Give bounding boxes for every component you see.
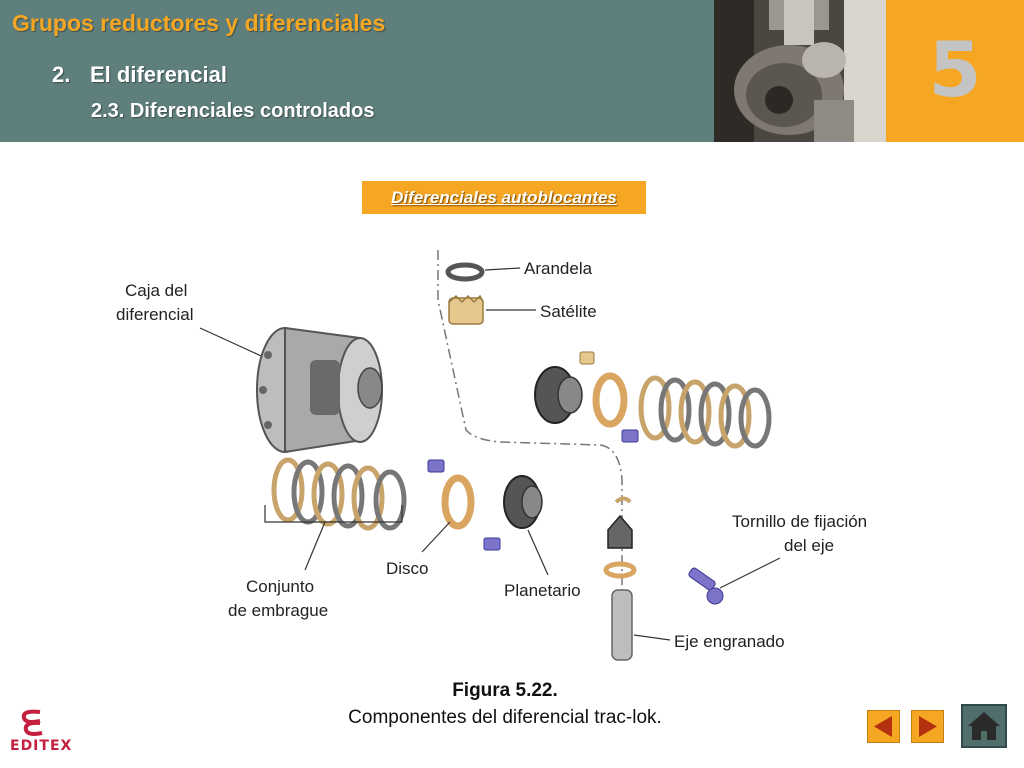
presentation-title: Grupos reductores y diferenciales	[12, 10, 386, 36]
label-tornillo-line2: del eje	[784, 536, 834, 555]
clutch-pack-upper	[638, 375, 772, 449]
clutch-pack-lower	[271, 457, 407, 531]
dished-disc-lower	[441, 474, 475, 530]
small-pinion-part	[607, 514, 633, 549]
label-arandela: Arandela	[524, 259, 593, 278]
label-planetario: Planetario	[504, 581, 581, 600]
label-eje: Eje engranado	[674, 632, 785, 651]
topic-badge: Diferenciales autoblocantes	[362, 181, 646, 214]
chapter-badge: 5	[886, 0, 1024, 142]
figure-caption-text: Componentes del diferencial trac-lok.	[348, 707, 662, 728]
home-icon	[968, 712, 1000, 740]
editex-logo: EDITEX	[10, 708, 80, 758]
pinion-gear-part	[448, 294, 484, 325]
editex-logo-text: EDITEX	[10, 738, 73, 754]
section-title: El diferencial	[90, 62, 227, 87]
shaft-part	[611, 589, 633, 661]
label-tornillo-line1: Tornillo de fijación	[732, 512, 867, 531]
label-conjunto-line2: de embrague	[228, 601, 328, 620]
label-caja-line1: Caja del	[125, 281, 187, 300]
label-satelite: Satélite	[540, 302, 597, 321]
figure-caption-title: Figura 5.22.	[452, 680, 558, 701]
chapter-number: 5	[928, 25, 982, 114]
header-photo-differential	[714, 0, 886, 142]
triangle-left-icon	[874, 716, 892, 737]
washer-part	[445, 262, 485, 282]
subsection-heading: 2.3. Diferenciales controlados	[91, 100, 375, 122]
label-disco: Disco	[386, 559, 429, 578]
section-heading: 2. El diferencial	[52, 62, 227, 88]
section-number: 2.	[52, 62, 71, 87]
side-gear-lower-part	[503, 475, 543, 529]
label-conjunto-line1: Conjunto	[246, 577, 314, 596]
topic-badge-label: Diferenciales autoblocantes	[391, 187, 617, 207]
triangle-right-icon	[919, 716, 937, 737]
home-button[interactable]	[961, 704, 1007, 748]
dished-disc-upper	[592, 372, 628, 428]
exploded-diagram: Arandela Satélite Caja del diferencial	[100, 240, 900, 680]
previous-slide-button[interactable]	[867, 710, 900, 743]
shaft-bolt-part	[688, 567, 724, 605]
assembly-axis-line	[437, 250, 623, 660]
editex-logo-mark	[21, 709, 43, 736]
side-gear-upper-part	[534, 366, 583, 424]
label-caja-line2: diferencial	[116, 305, 194, 324]
next-slide-button[interactable]	[911, 710, 944, 743]
header-bar: Grupos reductores y diferenciales 2. El d…	[0, 0, 1024, 142]
differential-case-part	[256, 326, 383, 454]
